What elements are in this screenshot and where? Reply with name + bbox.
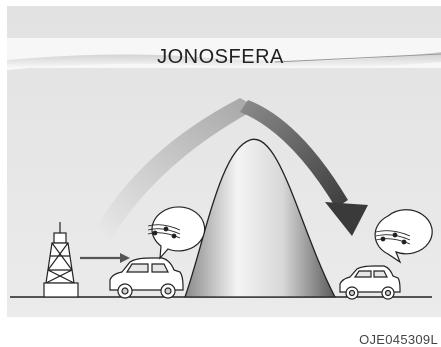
figure-code: OJE045309L <box>359 332 438 347</box>
diagram-title: JONOSFERA <box>0 46 441 69</box>
